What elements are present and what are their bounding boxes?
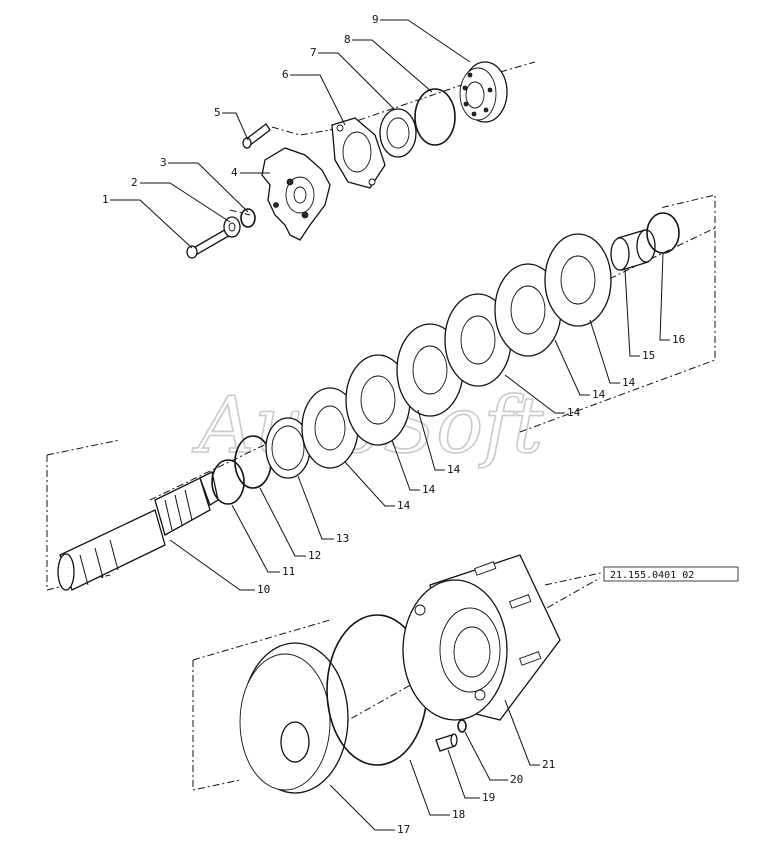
- callout-8: 8: [344, 33, 351, 46]
- callout-14-c: 14: [447, 463, 461, 476]
- part-7-seal: [379, 108, 417, 158]
- callout-15: 15: [642, 349, 655, 362]
- part-2-washer: [223, 216, 241, 238]
- part-9-bearing: [459, 61, 508, 123]
- callout-14-a: 14: [397, 499, 411, 512]
- part-17-piston: [239, 642, 349, 794]
- reference-box-text: 21.155.0401 02: [610, 570, 694, 581]
- callout-21: 21: [542, 758, 555, 771]
- callout-18: 18: [452, 808, 465, 821]
- part-6-cap: [331, 117, 386, 189]
- callout-4: 4: [231, 166, 238, 179]
- callout-14-d: 14: [567, 406, 581, 419]
- part-19-pin: [435, 733, 458, 752]
- callout-16: 16: [672, 333, 685, 346]
- part-3-ring: [240, 208, 256, 228]
- part-20-ring: [457, 719, 467, 733]
- part-13-ring: [265, 417, 311, 479]
- part-10-shaft: [57, 471, 219, 591]
- callout-9: 9: [372, 13, 379, 26]
- callout-19: 19: [482, 791, 495, 804]
- callout-7: 7: [310, 46, 317, 59]
- part-14-discs: [301, 233, 612, 469]
- part-4-yoke: [261, 147, 331, 241]
- callout-10: 10: [257, 583, 270, 596]
- callout-6: 6: [282, 68, 289, 81]
- callout-12: 12: [308, 549, 321, 562]
- callout-5: 5: [214, 106, 221, 119]
- callout-11: 11: [282, 565, 295, 578]
- part-15-bushing: [610, 229, 656, 271]
- reference-box: 21.155.0401 02: [603, 566, 739, 582]
- callout-1: 1: [102, 193, 109, 206]
- callouts: 1 2 3 4 5 6 7 8 9 10 11 12 13 14 14 14 1…: [102, 13, 685, 836]
- callout-14-f: 14: [622, 376, 636, 389]
- part-8-oring: [414, 88, 456, 146]
- part-21-drum: [402, 554, 561, 721]
- callout-2: 2: [131, 176, 138, 189]
- part-11-snapring: [211, 459, 245, 505]
- callout-3: 3: [160, 156, 167, 169]
- callout-14-b: 14: [422, 483, 436, 496]
- callout-13: 13: [336, 532, 349, 545]
- callout-14-e: 14: [592, 388, 606, 401]
- leader-lines: [110, 19, 670, 831]
- callout-20: 20: [510, 773, 523, 786]
- callout-17: 17: [397, 823, 410, 836]
- part-5-bolt: [242, 123, 271, 149]
